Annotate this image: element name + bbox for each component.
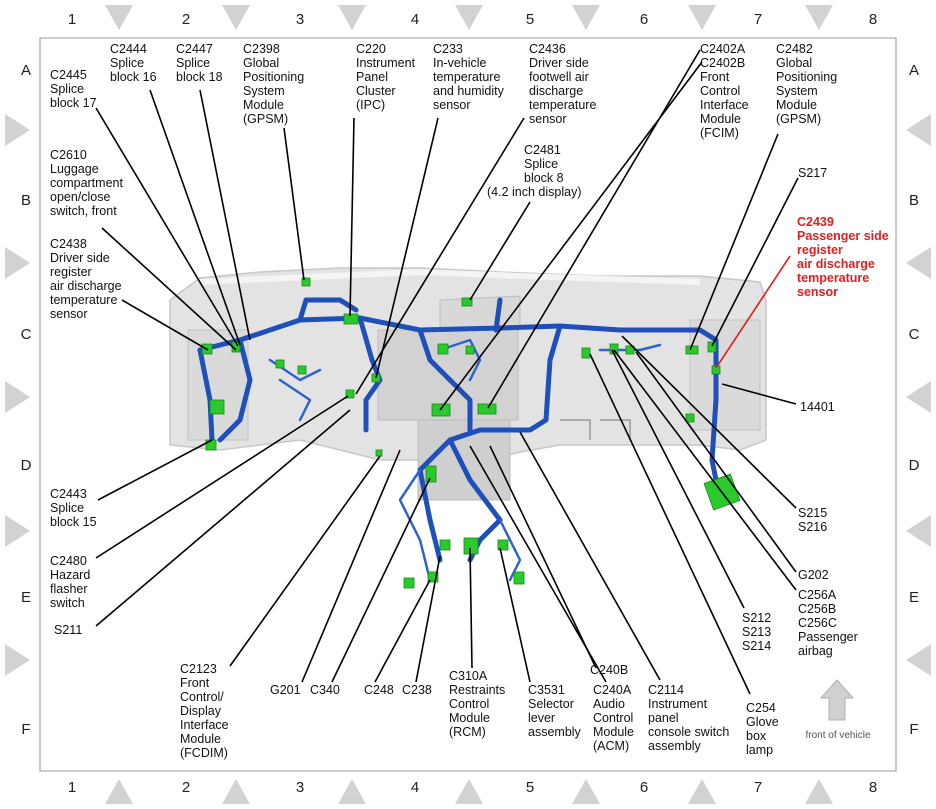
label-14401: 14401: [800, 400, 835, 414]
label-c248: C248: [364, 683, 394, 697]
grid-col-1: 1: [68, 779, 76, 796]
grid-col-4: 4: [411, 779, 419, 796]
grid-col-2: 2: [182, 11, 190, 28]
grid-row-d: D: [909, 457, 920, 474]
grid-row-c: C: [909, 326, 920, 343]
grid-row-b: B: [909, 192, 919, 209]
label-c238: C238: [402, 683, 432, 697]
column-labels-bottom: 1 2 3 4 5 6 7 8: [68, 779, 877, 796]
grid-row-c: C: [21, 326, 32, 343]
label-c240b: C240B: [590, 663, 628, 677]
grid-col-6: 6: [640, 11, 648, 28]
grid-col-8: 8: [869, 779, 877, 796]
label-s211: S211: [54, 623, 82, 637]
grid-row-a: A: [909, 62, 919, 79]
grid-row-b: B: [21, 192, 31, 209]
grid-col-4: 4: [411, 11, 419, 28]
grid-col-1: 1: [68, 11, 76, 28]
grid-col-5: 5: [526, 11, 534, 28]
label-c340: C340: [310, 683, 340, 697]
grid-col-6: 6: [640, 779, 648, 796]
grid-col-8: 8: [869, 11, 877, 28]
grid-row-e: E: [909, 589, 919, 606]
label-g202: G202: [798, 568, 829, 582]
grid-row-a: A: [21, 62, 31, 79]
label-g201: G201: [270, 683, 301, 697]
grid-row-d: D: [21, 457, 32, 474]
grid-col-7: 7: [754, 11, 762, 28]
grid-row-f: F: [21, 721, 30, 738]
wiring-harness: [197, 297, 723, 582]
column-labels-top: 1 2 3 4 5 6 7 8: [68, 11, 877, 28]
leader-lines: [95, 49, 799, 695]
grid-col-5: 5: [526, 779, 534, 796]
grid-col-3: 3: [296, 11, 304, 28]
label-s217: S217: [798, 166, 827, 180]
front-of-vehicle-arrow-icon: [819, 679, 855, 721]
grid-col-2: 2: [182, 779, 190, 796]
row-labels-left: A B C D E F: [21, 62, 32, 738]
grid-row-e: E: [21, 589, 31, 606]
diagram-frame: [39, 37, 897, 772]
grid-row-f: F: [909, 721, 918, 738]
border-markers: [5, 5, 931, 804]
front-of-vehicle-label: front of vehicle: [805, 730, 870, 741]
grid-col-7: 7: [754, 779, 762, 796]
grid-col-3: 3: [296, 779, 304, 796]
row-labels-right: A B C D E F: [909, 62, 920, 738]
